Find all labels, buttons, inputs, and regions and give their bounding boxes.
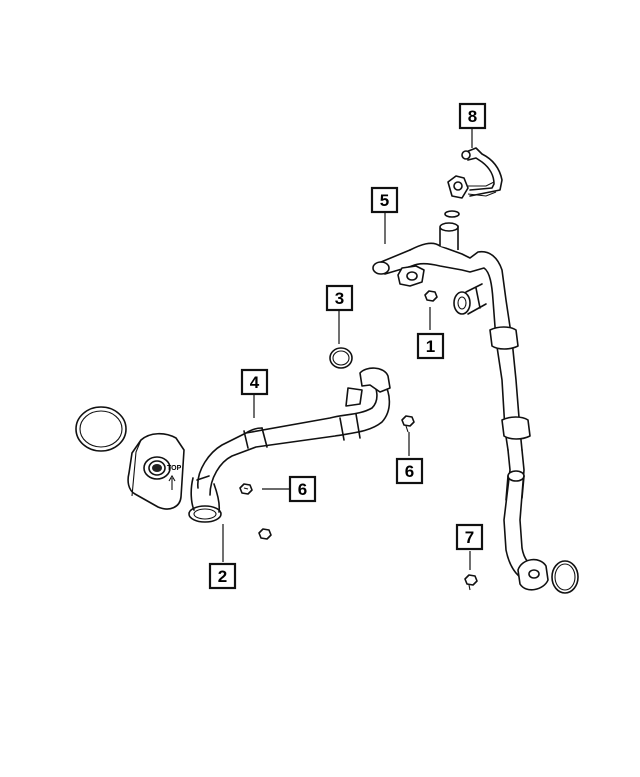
bolt-6-a bbox=[239, 483, 253, 495]
oil-feed-line bbox=[444, 147, 503, 218]
svg-text:4: 4 bbox=[250, 373, 260, 392]
bolt-6-c bbox=[401, 415, 415, 433]
svg-text:7: 7 bbox=[465, 528, 474, 547]
leader-lines bbox=[222, 128, 473, 570]
svg-text:1: 1 bbox=[426, 337, 435, 356]
bolt-6-b bbox=[258, 528, 272, 540]
coolant-tube-upper bbox=[372, 222, 549, 591]
svg-text:6: 6 bbox=[298, 480, 307, 499]
svg-text:6: 6 bbox=[405, 462, 414, 481]
callout-6-right[interactable]: 6 bbox=[395, 457, 424, 485]
callout-5[interactable]: 5 bbox=[370, 186, 399, 214]
bolt-7 bbox=[464, 574, 478, 591]
flange-top-label: TOP bbox=[167, 465, 182, 472]
callout-1[interactable]: 1 bbox=[416, 332, 445, 360]
svg-text:5: 5 bbox=[380, 191, 389, 210]
up-arrow-icon bbox=[168, 474, 176, 490]
gasket-ring-right bbox=[551, 560, 579, 594]
callout-6-left[interactable]: 6 bbox=[288, 475, 317, 503]
callout-2[interactable]: 2 bbox=[208, 562, 237, 590]
svg-text:2: 2 bbox=[218, 567, 227, 586]
callout-4[interactable]: 4 bbox=[240, 368, 269, 396]
o-ring bbox=[329, 347, 353, 369]
callout-7[interactable]: 7 bbox=[455, 523, 484, 551]
callout-3[interactable]: 3 bbox=[325, 284, 354, 312]
svg-text:8: 8 bbox=[468, 107, 477, 126]
gasket-ring-left bbox=[75, 406, 127, 452]
callout-8[interactable]: 8 bbox=[458, 102, 487, 130]
svg-text:3: 3 bbox=[335, 289, 344, 308]
coolant-tube-lower bbox=[188, 367, 391, 523]
bolt-1 bbox=[424, 290, 438, 302]
flange-plate: TOP bbox=[127, 432, 185, 510]
